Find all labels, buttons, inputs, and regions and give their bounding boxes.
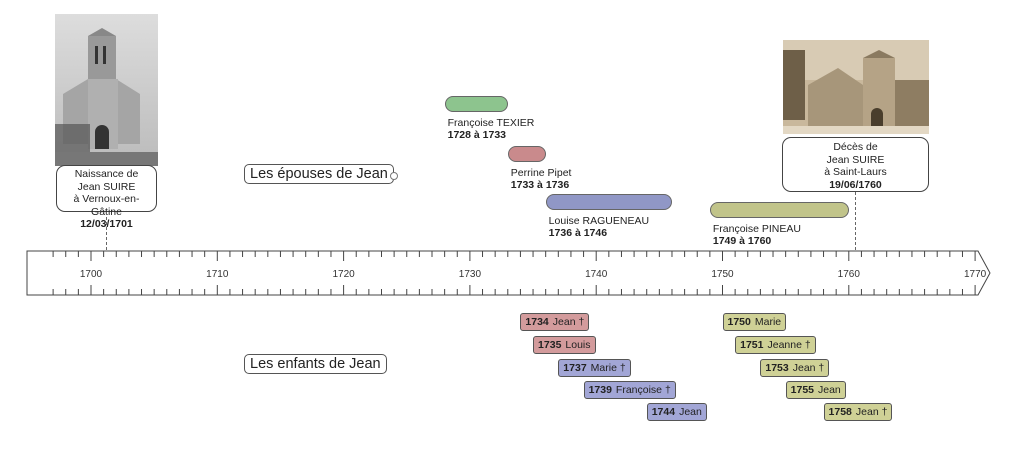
- spouse-period: 1749 à 1760: [712, 235, 772, 247]
- spouse-bar[interactable]: [709, 202, 849, 218]
- child-name: Françoise †: [615, 384, 671, 396]
- child-name: Jean: [679, 406, 702, 418]
- spouse-name: Françoise PINEAU: [712, 223, 801, 235]
- axis-label: 1730: [459, 269, 482, 280]
- death-date: 19/06/1760: [829, 178, 882, 191]
- spouse-period: 1736 à 1746: [548, 227, 608, 239]
- axis-band: [26, 250, 991, 296]
- child-name: Jeanne †: [767, 339, 811, 351]
- child-name: Marie †: [590, 362, 626, 374]
- axis-label: 1750: [711, 269, 734, 280]
- child-birth-year: 1744: [651, 406, 676, 418]
- death-connector: [855, 192, 857, 250]
- child-birth-year: 1753: [765, 362, 789, 374]
- spouse-name: Louise RAGUENEAU: [548, 215, 650, 227]
- spouse-name: Françoise TEXIER: [447, 117, 535, 129]
- child-birth-year: 1739: [588, 384, 612, 396]
- children-group-text: Les enfants de Jean: [250, 356, 381, 372]
- birth-church-photo: [55, 14, 158, 166]
- axis-label: 1710: [206, 269, 229, 280]
- spouse-bar[interactable]: [444, 96, 508, 112]
- child-birth-year: 1737: [563, 362, 587, 374]
- child-birth-year: 1734: [525, 316, 549, 328]
- child-name: Jean †: [792, 362, 825, 374]
- axis-label: 1700: [80, 269, 103, 280]
- child-birth-year: 1735: [538, 339, 562, 351]
- death-callout: Décès de Jean SUIRE à Saint-Laurs 19/06/…: [782, 137, 929, 192]
- death-line1: Décès de: [833, 141, 878, 153]
- spouse-bar[interactable]: [507, 146, 546, 162]
- birth-connector: [106, 212, 108, 250]
- spouse-period: 1728 à 1733: [447, 129, 507, 141]
- spouse-period: 1733 à 1736: [510, 179, 570, 191]
- child-birth-year: 1751: [740, 339, 764, 351]
- death-line2: Jean SUIRE: [826, 153, 885, 166]
- spouse-name: Perrine Pipet: [510, 167, 572, 179]
- child-name: Jean †: [552, 316, 585, 328]
- birth-callout: Naissance de Jean SUIRE à Vernoux-en-Gât…: [56, 165, 157, 230]
- axis-label: 1720: [332, 269, 355, 280]
- child-entry[interactable]: 1755 Jean: [785, 381, 846, 399]
- birth-line1: Naissance de: [74, 168, 139, 180]
- death-line3: à Saint-Laurs: [824, 166, 887, 178]
- timeline-axis: 1700 1710 1720 1730 1740 1750 1760 1770: [26, 250, 991, 296]
- children-group-label[interactable]: Les enfants de Jean: [244, 354, 387, 374]
- handle-icon[interactable]: [389, 172, 398, 180]
- axis-label: 1760: [838, 269, 861, 280]
- axis-label: 1770: [964, 269, 987, 280]
- child-birth-year: 1758: [828, 406, 852, 418]
- child-name: Jean †: [855, 406, 888, 418]
- child-name: Jean: [818, 384, 841, 396]
- death-church-photo: [783, 40, 929, 134]
- child-birth-year: 1750: [727, 316, 751, 328]
- child-name: Louis: [565, 339, 591, 351]
- birth-line3: à Vernoux-en-Gâtine: [73, 193, 140, 218]
- spouses-group-text: Les épouses de Jean: [250, 166, 388, 182]
- spouses-group-label[interactable]: Les épouses de Jean: [244, 164, 398, 184]
- child-name: Marie: [754, 316, 782, 328]
- axis-label: 1740: [585, 269, 608, 280]
- child-birth-year: 1755: [790, 384, 814, 396]
- spouse-bar[interactable]: [545, 194, 672, 210]
- birth-line2: Jean SUIRE: [77, 180, 136, 193]
